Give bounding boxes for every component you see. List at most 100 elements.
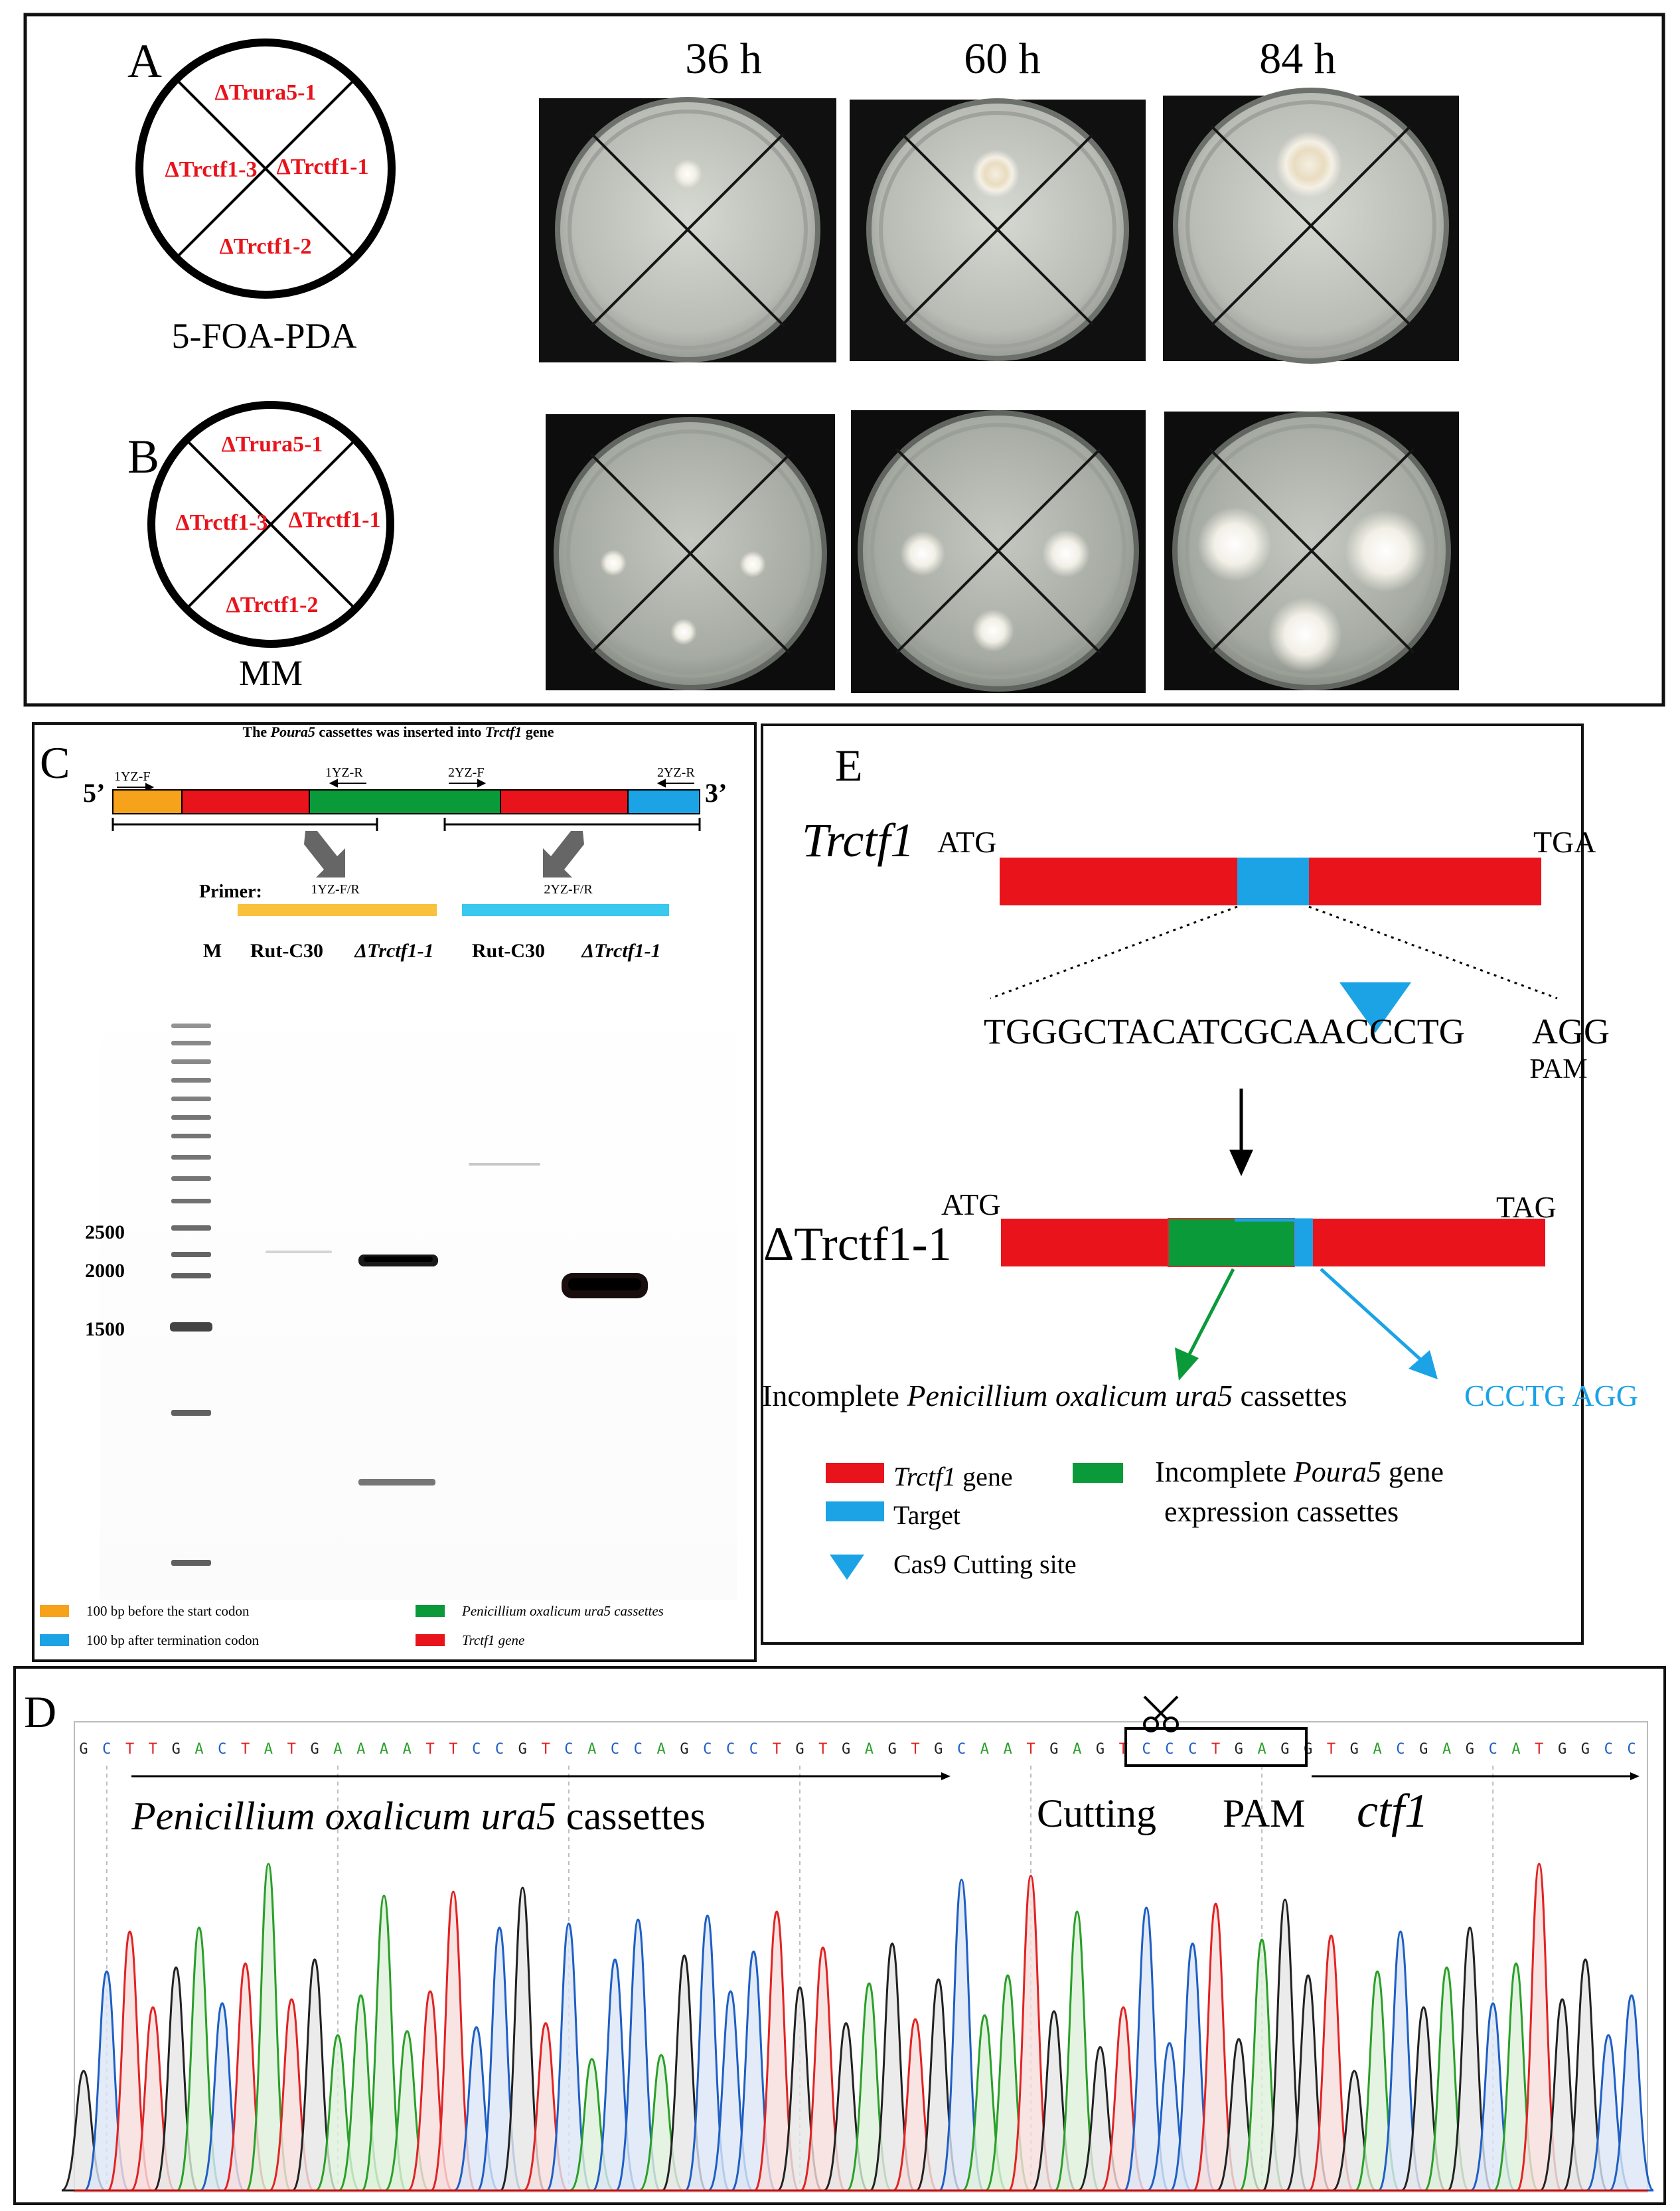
panel-c-legend: 100 bp before the start codon 100 bp aft…	[40, 1603, 664, 1648]
legend-start-codon: 100 bp before the start codon	[86, 1603, 250, 1619]
scissors-icon	[1143, 1695, 1179, 1732]
legend-e-cas9-icon	[830, 1555, 864, 1580]
lane-rut-c30-1: Rut-C30	[250, 940, 323, 962]
base-call: G	[1350, 1741, 1359, 1758]
base-call: C	[564, 1741, 573, 1758]
legend-ura5-cassettes: Penicillium oxalicum ura5 cassettes	[461, 1603, 664, 1619]
plate-a-84h	[1163, 88, 1459, 364]
base-call: A	[403, 1741, 412, 1758]
gene-atg: ATG	[937, 825, 996, 859]
plate-a-36h	[539, 97, 836, 362]
lane-m: M	[203, 940, 222, 962]
amplicon-arrows	[304, 831, 584, 877]
base-call: G	[1280, 1741, 1289, 1758]
five-prime-label: 5’	[83, 778, 105, 808]
panel-c-label: C	[40, 737, 70, 788]
ctf1-arrow	[1312, 1772, 1640, 1780]
cutting-label: Cutting	[1037, 1792, 1156, 1835]
base-call: T	[149, 1741, 157, 1758]
zoom-dotted-lines	[990, 905, 1558, 1000]
base-call: C	[1188, 1741, 1197, 1758]
base-call: T	[1026, 1741, 1035, 1758]
ladder	[170, 1024, 212, 1566]
gene-tga: TGA	[1533, 825, 1596, 859]
gel-image	[100, 976, 737, 1600]
base-call: G	[842, 1741, 850, 1758]
panel-a-sector-3: ΔTrctf1-3	[165, 157, 257, 182]
base-call: G	[79, 1741, 88, 1758]
lane-mutant-2: ΔTrctf1-1	[581, 940, 660, 962]
panel-c-frame	[32, 722, 757, 1662]
primer-set-1: 1YZ-F/R	[311, 882, 360, 897]
base-call: G	[1419, 1741, 1428, 1758]
base-call: A	[380, 1741, 388, 1758]
legend-e-incomplete-1: Incomplete Poura5 gene	[1155, 1456, 1444, 1488]
mutant-tag: TAG	[1496, 1190, 1557, 1224]
blue-arrow	[1320, 1268, 1438, 1379]
base-call: A	[980, 1741, 989, 1758]
panel-b-sector-3: ΔTrctf1-3	[175, 510, 267, 535]
base-call: C	[1489, 1741, 1497, 1758]
base-call: C	[102, 1741, 111, 1758]
base-call: C	[1627, 1741, 1636, 1758]
base-call: G	[795, 1741, 804, 1758]
target-sequence: TGGGCTACATCGCAACCCTG	[984, 1012, 1465, 1051]
green-arrow	[1175, 1268, 1235, 1381]
panel-b-sector-4: ΔTrctf1-2	[226, 593, 318, 617]
mutant-name: ΔTrctf1-1	[763, 1217, 952, 1270]
base-call: G	[680, 1741, 688, 1758]
legend-e-incomplete-2: expression cassettes	[1164, 1495, 1399, 1528]
primer-1yz-f: 1YZ-F	[114, 769, 150, 784]
base-call: C	[726, 1741, 735, 1758]
panel-b-label: B	[127, 430, 159, 483]
cassette-label: Penicillium oxalicum ura5 cassettes	[131, 1794, 706, 1838]
mutant-atg: ATG	[941, 1187, 1000, 1221]
incomplete-cassette-label: Incomplete Penicillium oxalicum ura5 cas…	[762, 1379, 1347, 1412]
panel-a-sector-4: ΔTrctf1-2	[219, 234, 311, 259]
base-call: G	[1466, 1741, 1474, 1758]
chromatogram-peaks	[61, 1863, 1654, 2192]
base-call: A	[1511, 1741, 1520, 1758]
base-call: C	[1165, 1741, 1174, 1758]
ladder-1500: 1500	[85, 1318, 125, 1340]
panel-b-sector-1: ΔTrura5-1	[222, 432, 323, 457]
primer-2yz-r: 2YZ-R	[657, 765, 695, 780]
base-call: A	[356, 1741, 365, 1758]
base-call: C	[495, 1741, 504, 1758]
panel-e-frame	[761, 724, 1584, 1645]
panel-b-medium: MM	[239, 653, 303, 693]
pam-label-d: PAM	[1223, 1792, 1306, 1835]
base-call: A	[587, 1741, 596, 1758]
legend-term-codon: 100 bp after termination codon	[86, 1632, 260, 1648]
cas9-cut-marker	[1339, 982, 1411, 1033]
base-call: C	[634, 1741, 643, 1758]
base-call: C	[1142, 1741, 1150, 1758]
base-call: C	[957, 1741, 966, 1758]
base-call: C	[218, 1741, 226, 1758]
primer-arrows	[117, 779, 694, 792]
base-call: C	[1396, 1741, 1405, 1758]
base-call: A	[333, 1741, 342, 1758]
primer-1yz-r: 1YZ-R	[325, 765, 363, 780]
three-prime-label: 3’	[705, 778, 727, 808]
plate-b-36h	[546, 414, 835, 690]
base-call: A	[194, 1741, 203, 1758]
panel-e-legend: Trctf1 gene Target Cas9 Cutting site Inc…	[826, 1456, 1444, 1580]
base-call: A	[1442, 1741, 1451, 1758]
base-call: T	[1535, 1741, 1543, 1758]
base-call: T	[241, 1741, 250, 1758]
primer-set-1-bar	[238, 904, 437, 916]
pam-label: PAM	[1529, 1054, 1587, 1085]
base-call: T	[911, 1741, 919, 1758]
base-call: C	[749, 1741, 758, 1758]
legend-e-target: Target	[893, 1500, 960, 1530]
base-call: A	[1004, 1741, 1012, 1758]
panel-d-frame	[13, 1666, 1666, 2205]
ladder-2500: 2500	[85, 1221, 125, 1243]
gene-name: Trctf1	[802, 814, 914, 867]
base-call: G	[1581, 1741, 1590, 1758]
base-call: T	[541, 1741, 550, 1758]
chromatogram-peak	[1609, 1994, 1654, 2192]
base-call: T	[449, 1741, 457, 1758]
